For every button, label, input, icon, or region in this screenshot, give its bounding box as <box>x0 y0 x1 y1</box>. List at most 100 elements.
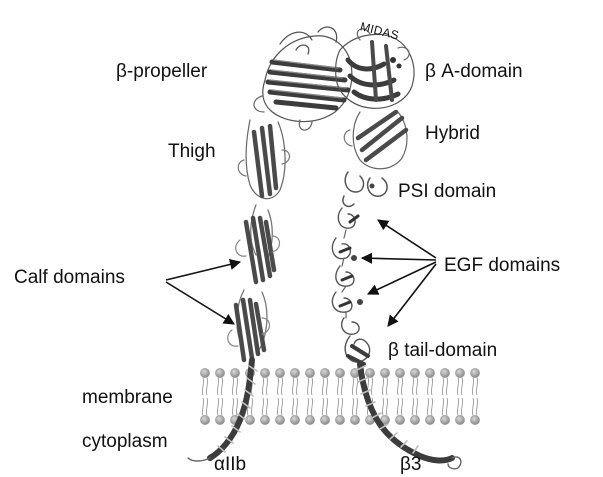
label-alpha-iib: αIIb <box>214 455 246 474</box>
arrow-egf-2 <box>362 258 436 260</box>
lipid-tail <box>262 398 263 415</box>
lipid-tail <box>382 378 383 395</box>
lipid-tail <box>202 398 203 415</box>
lipid-tail <box>221 398 222 415</box>
lipid-head <box>230 368 239 377</box>
lipid-tail <box>416 378 417 395</box>
lipid-tail <box>371 378 372 395</box>
lipid-tail <box>412 398 413 415</box>
lipid-tail <box>427 398 428 415</box>
hybrid-domain <box>344 112 407 169</box>
lipid-tail <box>461 378 462 395</box>
lipid-head <box>470 368 479 377</box>
lipid-tail <box>412 378 413 395</box>
label-psi-domain: PSI domain <box>398 182 496 201</box>
lipid-head <box>260 368 269 377</box>
calf-2-domain <box>228 290 270 360</box>
lipid-tail <box>281 378 282 395</box>
lipid-tail <box>446 378 447 395</box>
lipid-tail <box>262 378 263 395</box>
lipid-head <box>335 368 344 377</box>
label-beta-a-domain: β A-domain <box>425 62 523 81</box>
label-calf-domains: Calf domains <box>14 268 125 287</box>
lipid-tail <box>266 378 267 395</box>
lipid-head <box>275 368 284 377</box>
lipid-tail <box>337 398 338 415</box>
lipid-tail <box>397 398 398 415</box>
alpha-iib-subunit <box>188 27 352 461</box>
lipid-tail <box>461 398 462 415</box>
lipid-tail <box>476 398 477 415</box>
lipid-tail <box>337 378 338 395</box>
lipid-tail <box>386 398 387 415</box>
lipid-tail <box>352 378 353 395</box>
calf-1-domain <box>236 205 280 282</box>
lipid-head <box>215 415 224 424</box>
lipid-tail <box>311 398 312 415</box>
label-egf-domains: EGF domains <box>444 256 560 275</box>
lipid-tail <box>281 398 282 415</box>
lipid-head <box>350 415 359 424</box>
lipid-tail <box>472 398 473 415</box>
lipid-tail <box>251 398 252 415</box>
lipid-tail <box>401 398 402 415</box>
lipid-head <box>380 368 389 377</box>
lipid-tail <box>307 398 308 415</box>
lipid-tail <box>352 398 353 415</box>
beta-propeller-domain <box>254 27 352 130</box>
lipid-tail <box>326 398 327 415</box>
lipid-tail <box>356 398 357 415</box>
label-beta3: β3 <box>400 455 422 474</box>
lipid-tail <box>217 378 218 395</box>
beta3-subunit <box>332 29 461 469</box>
lipid-head <box>395 415 404 424</box>
arrow-calf-1 <box>166 262 240 280</box>
beta-tail-domain-shape <box>345 336 369 364</box>
arrow-calf-2 <box>166 282 234 324</box>
lipid-tail <box>431 398 432 415</box>
lipid-tail <box>206 398 207 415</box>
lipid-tail <box>292 398 293 415</box>
lipid-head <box>410 415 419 424</box>
lipid-tail <box>416 398 417 415</box>
lipid-tail <box>476 378 477 395</box>
lipid-tail <box>277 378 278 395</box>
lipid-tail <box>202 378 203 395</box>
lipid-tail <box>206 378 207 395</box>
lipid-tail <box>386 378 387 395</box>
lipid-tail <box>401 378 402 395</box>
lipid-tail <box>382 398 383 415</box>
lipid-head <box>425 368 434 377</box>
lipid-tail <box>472 378 473 395</box>
lipid-tail <box>341 398 342 415</box>
thigh-domain <box>238 120 289 199</box>
label-beta-propeller: β-propeller <box>116 62 207 81</box>
lipid-tail <box>457 378 458 395</box>
lipid-tail <box>322 398 323 415</box>
lipid-head <box>365 368 374 377</box>
lipid-head <box>335 415 344 424</box>
lipid-head <box>200 415 209 424</box>
lipid-head <box>440 368 449 377</box>
lipid-tail <box>442 398 443 415</box>
lipid-head <box>320 415 329 424</box>
lipid-tail <box>236 378 237 395</box>
pointer-arrows <box>166 220 436 326</box>
lipid-tail <box>326 378 327 395</box>
lipid-head <box>275 415 284 424</box>
lipid-tail <box>232 378 233 395</box>
lipid-tail <box>296 378 297 395</box>
lipid-head <box>320 368 329 377</box>
lipid-tail <box>307 378 308 395</box>
lipid-tail <box>446 398 447 415</box>
lipid-head <box>260 415 269 424</box>
lipid-tail <box>217 398 218 415</box>
label-beta-tail-domain: β tail-domain <box>388 341 497 360</box>
lipid-head <box>215 368 224 377</box>
lipid-tail <box>292 378 293 395</box>
lipid-head <box>290 368 299 377</box>
lipid-tail <box>277 398 278 415</box>
lipid-head <box>410 368 419 377</box>
lipid-tail <box>296 398 297 415</box>
lipid-head <box>470 415 479 424</box>
